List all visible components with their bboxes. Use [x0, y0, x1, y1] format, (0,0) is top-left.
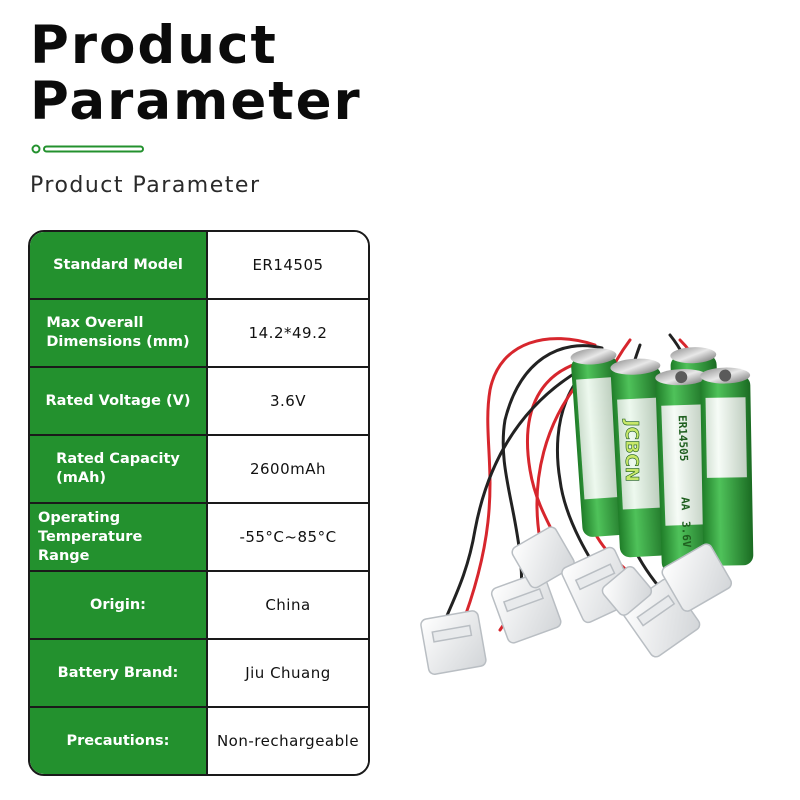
- param-label: Origin:: [30, 572, 208, 638]
- battery-cells: ER14505 AA 3.6V JCBCN: [570, 347, 754, 573]
- param-label: Rated Voltage (V): [30, 368, 208, 434]
- table-row: Rated Capacity (mAh) 2600mAh: [30, 436, 368, 504]
- section-subtitle: Product Parameter: [30, 173, 261, 198]
- param-value: 2600mAh: [208, 436, 368, 502]
- param-value: ER14505: [208, 232, 368, 298]
- table-row: Standard Model ER14505: [30, 232, 368, 300]
- table-row: Max Overall Dimensions (mm) 14.2*49.2: [30, 300, 368, 368]
- param-value: 14.2*49.2: [208, 300, 368, 366]
- param-label: Max Overall Dimensions (mm): [30, 300, 208, 366]
- param-label: Standard Model: [30, 232, 208, 298]
- param-label: Precautions:: [30, 708, 208, 774]
- battery-brand-mark: JCBCN: [621, 418, 642, 482]
- table-row: Battery Brand: Jiu Chuang: [30, 640, 368, 708]
- param-value: 3.6V: [208, 368, 368, 434]
- battery-label-size: AA: [678, 497, 691, 511]
- table-row: Rated Voltage (V) 3.6V: [30, 368, 368, 436]
- battery-label-model: ER14505: [676, 415, 691, 462]
- param-label: Rated Capacity (mAh): [30, 436, 208, 502]
- parameter-table: Standard Model ER14505 Max Overall Dimen…: [28, 230, 370, 776]
- connector-plugs: [420, 526, 733, 675]
- headline-line-1: Product: [30, 15, 278, 76]
- battery-label-voltage: 3.6V: [679, 521, 693, 548]
- decorative-underline: [31, 144, 144, 154]
- table-row: Precautions: Non-rechargeable: [30, 708, 368, 774]
- param-value: Non-rechargeable: [208, 708, 368, 774]
- headline-line-2: Parameter: [30, 71, 362, 132]
- param-value: Jiu Chuang: [208, 640, 368, 706]
- page-headline: Product Parameter: [30, 18, 362, 130]
- battery-pack-image: ER14505 AA 3.6V JCBCN: [420, 333, 754, 675]
- param-value: -55°C~85°C: [208, 504, 368, 570]
- param-value: China: [208, 572, 368, 638]
- table-row: Origin: China: [30, 572, 368, 640]
- param-label: Operating Temperature Range: [30, 504, 208, 570]
- table-row: Operating Temperature Range -55°C~85°C: [30, 504, 368, 572]
- param-label: Battery Brand:: [30, 640, 208, 706]
